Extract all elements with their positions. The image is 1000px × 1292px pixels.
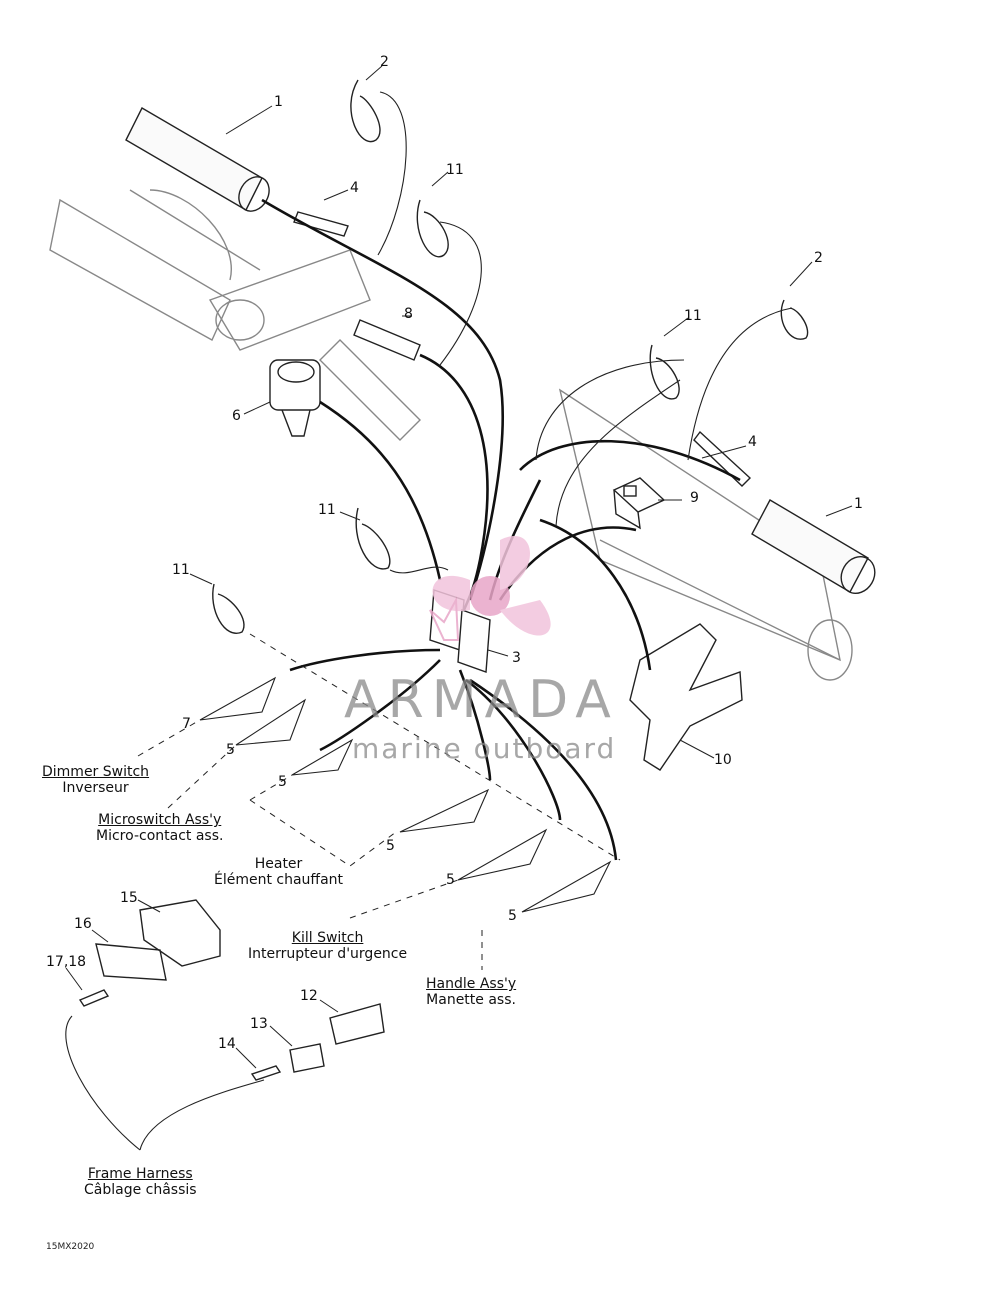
- leader-lines: [137, 633, 621, 970]
- callout-15: 15: [120, 890, 138, 906]
- callout-leaders: [65, 65, 853, 1069]
- pin-item-14: [250, 1065, 282, 1081]
- callout-1-top: 1: [274, 94, 283, 110]
- callout-9: 9: [690, 490, 699, 506]
- label-frame-harness: Frame Harness Câblage châssis: [84, 1166, 197, 1198]
- watermark-brand: ARMADA: [344, 670, 619, 730]
- housing-item-12: [329, 1003, 385, 1045]
- switch-item-9: [612, 477, 666, 530]
- watermark-logo: [429, 535, 551, 641]
- housing-item-15: [139, 899, 221, 967]
- callout-5-d: 5: [446, 872, 455, 888]
- switch-item-6: [269, 359, 321, 437]
- routing-arcs: [65, 91, 793, 1151]
- label-microswitch: Microswitch Ass'y Micro-contact ass.: [96, 812, 224, 844]
- callout-4-top: 4: [350, 180, 359, 196]
- watermark-tagline: marine outboard: [352, 732, 617, 765]
- callout-11-mid: 11: [318, 502, 336, 518]
- pin-item-17-18: [78, 989, 110, 1007]
- callout-5-b: 5: [278, 774, 287, 790]
- callout-6: 6: [232, 408, 241, 424]
- callout-3: 3: [512, 650, 521, 666]
- callout-14: 14: [218, 1036, 236, 1052]
- callout-8: 8: [404, 306, 413, 322]
- callout-13: 13: [250, 1016, 268, 1032]
- callout-2-right: 2: [814, 250, 823, 266]
- throttle-item-10: [629, 623, 743, 771]
- connector-parts: [78, 899, 385, 1081]
- harness-wires: [261, 198, 741, 861]
- callout-17-18: 17,18: [46, 954, 87, 970]
- grip-right: [751, 499, 876, 594]
- label-kill-switch: Kill Switch Interrupteur d'urgence: [248, 930, 408, 962]
- grip-top-left: [125, 107, 270, 212]
- callout-16: 16: [74, 916, 92, 932]
- callout-11-right: 11: [684, 308, 702, 324]
- callout-10: 10: [714, 752, 732, 768]
- callout-11-top: 11: [446, 162, 464, 178]
- label-heater: Heater Élément chauffant: [214, 856, 344, 888]
- tube-right: [693, 430, 752, 487]
- callout-4-right: 4: [748, 434, 757, 450]
- callout-12: 12: [300, 988, 318, 1004]
- callout-5-e: 5: [508, 908, 517, 924]
- callout-5-a: 5: [226, 742, 235, 758]
- handlebar-left: [49, 189, 421, 441]
- terminal-fans: [199, 676, 612, 913]
- plug-item-8: [353, 319, 421, 361]
- housing-item-13: [289, 1043, 325, 1073]
- callout-5-c: 5: [386, 838, 395, 854]
- callout-1-right: 1: [854, 496, 863, 512]
- label-handle-assy: Handle Ass'y Manette ass.: [426, 976, 517, 1008]
- callout-11-left: 11: [172, 562, 190, 578]
- label-dimmer-switch: Dimmer Switch Inverseur: [42, 764, 150, 796]
- cable-ties: [212, 79, 809, 635]
- figure-code: 15MX2020: [46, 1242, 95, 1252]
- callout-7: 7: [182, 716, 191, 732]
- callout-2-top: 2: [380, 54, 389, 70]
- housing-item-16: [95, 943, 167, 981]
- handlebar-right: [558, 388, 853, 681]
